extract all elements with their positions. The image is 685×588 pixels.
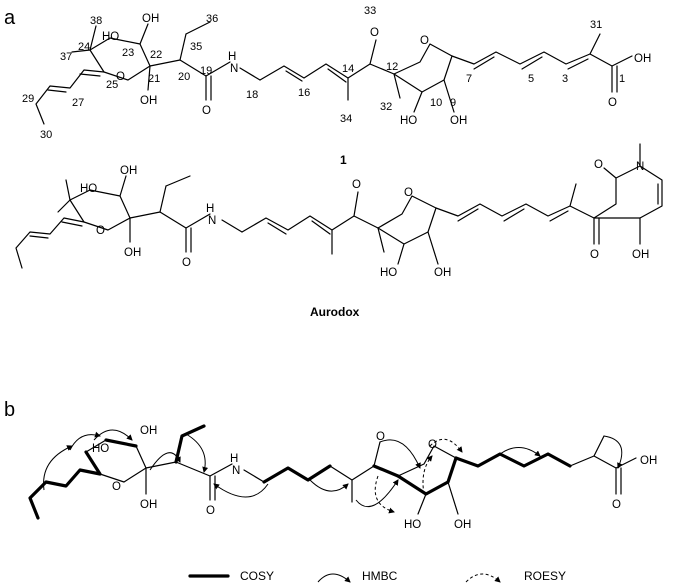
b-atom-o-amide: O <box>206 505 215 517</box>
locant-24: 24 <box>78 41 90 53</box>
atom-o-amide: O <box>202 105 211 117</box>
aurodox-atom-oh-4: OH <box>632 249 649 261</box>
locant-20: 20 <box>178 71 190 83</box>
panel-label-a: a <box>4 7 16 29</box>
b-atom-oh-9: OH <box>454 519 471 531</box>
aurodox-atom-o-thf: O <box>404 187 413 199</box>
aurodox-atom-n-pyridone: N <box>636 161 644 173</box>
legend-hmbc-label: HMBC <box>362 569 398 583</box>
aurodox-atom-o-amide: O <box>182 257 191 269</box>
locant-9: 9 <box>450 97 456 109</box>
atom-n-amide: N <box>230 63 238 75</box>
atom-oh-21: OH <box>140 95 157 107</box>
b-atom-ho: HO <box>92 443 109 455</box>
aurodox-atom-o-methoxy: O <box>352 179 361 191</box>
legend-hmbc-swatch <box>317 573 351 583</box>
atom-oh-acid: OH <box>634 53 651 65</box>
aurodox-atom-o-ketone: O <box>590 249 599 261</box>
aurodox-atom-ho-1: HO <box>80 183 97 195</box>
b-atom-oh-2: OH <box>140 499 157 511</box>
atom-o-thf: O <box>420 35 429 47</box>
aurodox-atom-oh-2: OH <box>124 247 141 259</box>
aurodox-atom-oh-3: OH <box>434 267 451 279</box>
locant-25: 25 <box>106 79 118 91</box>
panel-label-b: b <box>4 399 15 421</box>
legend: COSY HMBC ROESY <box>188 569 566 583</box>
b-atom-o-acid: O <box>612 499 621 511</box>
atom-h-amide: H <box>228 51 236 63</box>
locant-31: 31 <box>590 19 602 31</box>
locant-23: 23 <box>122 47 134 59</box>
locant-37: 37 <box>60 51 72 63</box>
b-atom-n: N <box>232 465 240 477</box>
locant-14: 14 <box>342 63 354 75</box>
aurodox-atom-h: H <box>206 203 214 215</box>
locant-1: 1 <box>619 73 625 85</box>
aurodox-atom-n-amide: N <box>208 215 216 227</box>
locant-12: 12 <box>386 61 398 73</box>
legend-roesy-label: ROESY <box>524 569 566 583</box>
b-atom-oh-1: OH <box>140 425 157 437</box>
legend-roesy-swatch <box>465 573 501 583</box>
locant-32: 32 <box>380 101 392 113</box>
locant-38: 38 <box>90 15 102 27</box>
locant-27: 27 <box>72 97 84 109</box>
locant-19: 19 <box>200 65 212 77</box>
atom-o-acid: O <box>608 97 617 109</box>
legend-cosy-label: COSY <box>240 569 274 583</box>
locant-7: 7 <box>466 73 472 85</box>
aurodox-atom-oh-1: OH <box>120 165 137 177</box>
locant-21: 21 <box>148 73 160 85</box>
locant-22: 22 <box>150 49 162 61</box>
panel-b-structure: HO OH O OH O H N O O HO OH OH O <box>28 424 657 531</box>
compound-1-structure: HO OH O OH O H N O O HO OH OH O 1 3 5 7 … <box>22 5 651 141</box>
compound-1-label: 1 <box>340 153 347 167</box>
locant-5: 5 <box>528 73 534 85</box>
atom-o-pyran: O <box>116 71 125 83</box>
locant-16: 16 <box>298 87 310 99</box>
locant-35: 35 <box>190 41 202 53</box>
aurodox-atom-o-pyridone: O <box>594 159 603 171</box>
b-atom-o-thf: O <box>428 439 437 451</box>
b-atom-oh-acid: OH <box>640 455 657 467</box>
locant-18: 18 <box>246 89 258 101</box>
locant-34: 34 <box>340 113 352 125</box>
b-atom-o-pyran: O <box>112 481 121 493</box>
b-atom-o-methoxy: O <box>376 431 385 443</box>
locant-3: 3 <box>562 73 568 85</box>
locant-30: 30 <box>40 129 52 141</box>
aurodox-atom-ho-2: HO <box>380 267 397 279</box>
atom-oh-22: OH <box>142 13 159 25</box>
locant-29: 29 <box>22 93 34 105</box>
b-atom-h: H <box>230 453 238 465</box>
atom-ho-23: HO <box>102 31 119 43</box>
atom-ho-10: HO <box>400 115 417 127</box>
locant-10: 10 <box>430 97 442 109</box>
b-atom-ho-10: HO <box>404 519 421 531</box>
locant-36: 36 <box>206 13 218 25</box>
aurodox-atom-o-pyran: O <box>96 225 105 237</box>
aurodox-structure: HO OH O OH O H N O O HO OH O O N OH <box>15 143 663 279</box>
atom-oh-9: OH <box>450 115 467 127</box>
atom-o-methoxy: O <box>370 27 379 39</box>
locant-33: 33 <box>364 5 376 17</box>
aurodox-label: Aurodox <box>310 305 360 319</box>
